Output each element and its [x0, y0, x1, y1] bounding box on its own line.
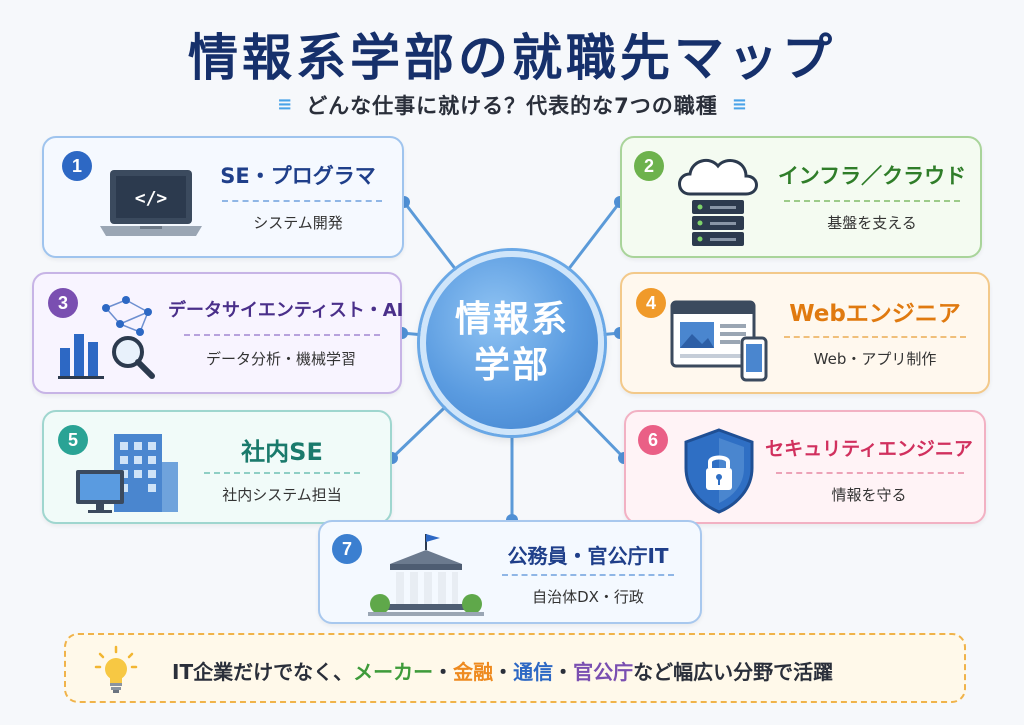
job-card-data-scientist: 3 データサイエンティスト・AI データ分析・機械学習	[32, 272, 404, 394]
card-number-badge: 5	[58, 425, 88, 455]
footer-separator: ・	[553, 660, 574, 684]
footer-separator: ・	[433, 660, 454, 684]
card-divider	[184, 334, 380, 336]
footer-text: IT企業だけでなく、メーカー・金融・通信・官公庁など幅広い分野で活躍	[172, 656, 833, 685]
job-card-government-it: 7 公務員・官公庁IT 自治体DX・行政	[318, 520, 702, 624]
card-title: データサイエンティスト・AI	[168, 300, 404, 321]
card-number-badge: 3	[48, 288, 78, 318]
office-computer-icon	[76, 434, 178, 513]
card-title: 公務員・官公庁IT	[507, 544, 669, 568]
footer-highlight-maker: メーカー	[353, 660, 434, 684]
card-description: 自治体DX・行政	[532, 588, 644, 606]
cloud-server-icon	[678, 158, 758, 246]
lightbulb-icon	[94, 645, 138, 693]
hub-label-line2: 学部	[473, 345, 550, 386]
job-card-internal-se: 5 社内SE 社内システム担当	[42, 410, 392, 524]
card-title: セキュリティエンジニア	[765, 438, 973, 460]
government-building-icon	[368, 534, 484, 616]
card-description: データ分析・機械学習	[205, 350, 356, 368]
footer-highlight-government: 官公庁	[573, 660, 634, 684]
card-divider	[776, 472, 964, 474]
card-number-badge: 4	[636, 288, 666, 318]
job-card-security-engineer: 6 セキュリティエンジニア 情報を守る	[624, 410, 986, 524]
subtitle-row: ≡ どんな仕事に就ける？代表的な7つの職種 ≡	[0, 90, 1024, 120]
card-title: インフラ／クラウド	[777, 164, 967, 188]
card-divider	[204, 472, 360, 474]
job-card-web-engineer: 4 Webエンジニア Web・アプリ制作	[620, 272, 990, 394]
page-subtitle: どんな仕事に就ける？代表的な7つの職種	[306, 94, 718, 118]
footer-text-tail: など幅広い分野で活躍	[633, 660, 834, 684]
card-description: システム開発	[253, 214, 343, 232]
card-number-badge: 6	[638, 425, 668, 455]
job-card-se-programmer: 1 </> SE・プログラマ システム開発	[42, 136, 404, 258]
card-description: 社内システム担当	[222, 486, 342, 504]
footer-text-lead: IT企業だけでなく、	[172, 660, 354, 684]
left-deco-icon: ≡	[277, 94, 293, 115]
card-title: Webエンジニア	[789, 301, 961, 327]
card-description: 基盤を支える	[827, 214, 917, 232]
card-number-badge: 7	[332, 534, 362, 564]
card-description: Web・アプリ制作	[813, 350, 937, 368]
central-hub: 情報系 学部	[420, 251, 604, 435]
card-description: 情報を守る	[831, 486, 907, 504]
card-divider	[502, 574, 674, 576]
svg-text:</>: </>	[135, 188, 168, 209]
card-number-badge: 2	[634, 151, 664, 181]
card-divider	[784, 336, 966, 338]
card-title: 社内SE	[241, 438, 323, 466]
card-divider	[784, 200, 960, 202]
laptop-code-icon: </>	[100, 170, 202, 236]
job-card-infra-cloud: 2 インフラ／クラウド 基盤を支える	[620, 136, 982, 258]
footer-note: IT企業だけでなく、メーカー・金融・通信・官公庁など幅広い分野で活躍	[64, 633, 966, 703]
right-deco-icon: ≡	[731, 94, 747, 115]
card-number-badge: 1	[62, 151, 92, 181]
security-shield-icon	[684, 428, 754, 514]
hub-label-line1: 情報系	[454, 299, 569, 340]
card-title: SE・プログラマ	[220, 164, 376, 188]
web-browser-icon	[670, 300, 768, 382]
data-analysis-icon	[58, 296, 155, 379]
footer-separator: ・	[493, 660, 514, 684]
footer-highlight-telecom: 通信	[513, 660, 554, 684]
footer-highlight-finance: 金融	[453, 660, 494, 684]
card-divider	[222, 200, 382, 202]
page-title: 情報系学部の就職先マップ	[188, 29, 836, 87]
